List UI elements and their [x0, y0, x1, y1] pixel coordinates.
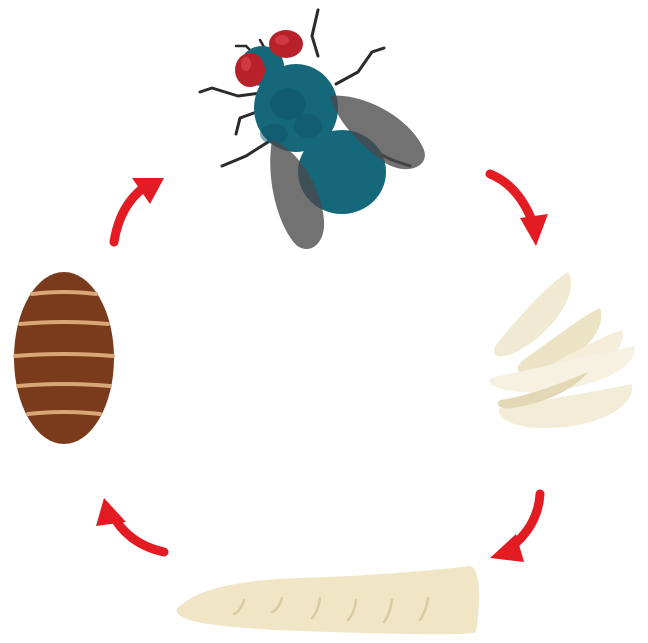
- larva-icon: [177, 566, 480, 634]
- arrow-larva-to-pupa: [96, 498, 164, 552]
- arrow-pupa-to-adult: [114, 178, 164, 242]
- arrow-adult-to-eggs: [490, 174, 548, 246]
- pupa-icon: [14, 272, 114, 444]
- fly-eye-left: [235, 53, 265, 87]
- pupa-body: [14, 272, 114, 444]
- arrow-eggs-to-larva: [490, 494, 540, 562]
- adult-fly-icon: [200, 10, 425, 249]
- larva-body: [177, 566, 480, 634]
- eggs-icon: [489, 272, 634, 428]
